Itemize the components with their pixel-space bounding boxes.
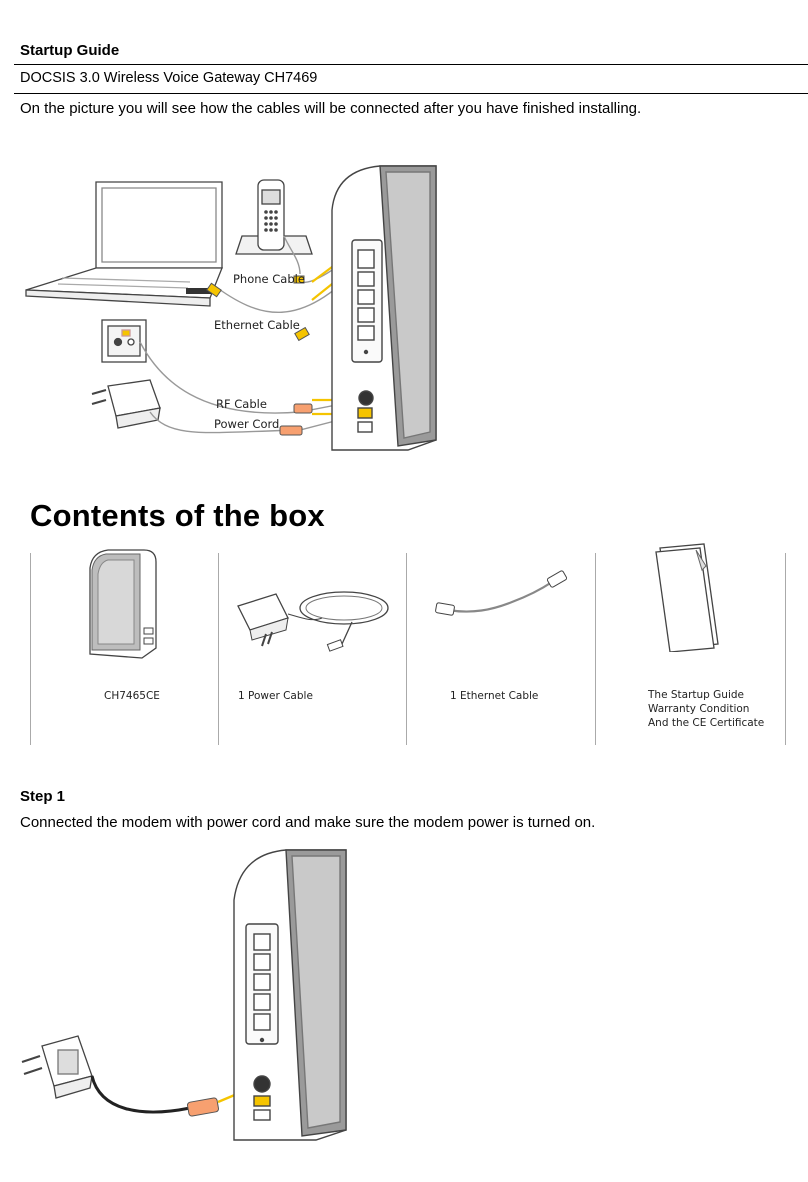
power-adapter-icon	[237, 591, 389, 652]
phone-icon	[235, 179, 313, 255]
modem-icon	[89, 549, 157, 659]
box-divider	[30, 553, 31, 745]
ethernet-cable-icon	[435, 570, 568, 616]
step1-text: Connected the modem with power cord and …	[20, 814, 596, 831]
power-adapter-icon	[21, 1035, 93, 1099]
connection-diagram	[25, 165, 437, 451]
label-power-cord: Power Cord	[214, 417, 280, 431]
step1-title: Step 1	[20, 788, 66, 805]
power-connector	[186, 1097, 220, 1117]
rf-cable-line	[139, 341, 363, 414]
step1-diagram	[21, 849, 347, 1141]
intro-text: On the picture you will see how the cabl…	[20, 100, 642, 117]
ethernet-plug-modem	[294, 326, 310, 342]
box-divider	[595, 553, 596, 745]
box-item-label: Warranty Condition	[648, 703, 750, 715]
guide-title: Startup Guide	[20, 42, 120, 59]
label-ethernet-cable: Ethernet Cable	[214, 318, 300, 332]
laptop-icon	[25, 181, 223, 307]
power-adapter-icon	[91, 379, 161, 429]
power-connector	[279, 425, 303, 436]
box-item-label: The Startup Guide	[648, 689, 745, 701]
box-divider	[218, 553, 219, 745]
booklet-icon	[655, 543, 719, 652]
label-phone-cable: Phone Cable	[233, 272, 305, 286]
label-rf-cable: RF Cable	[216, 397, 267, 411]
modem-icon	[331, 165, 437, 451]
power-cord-line	[90, 1075, 191, 1114]
box-item-label: CH7465CE	[104, 690, 160, 702]
box-item-label: 1 Ethernet Cable	[450, 690, 539, 702]
product-name-row: DOCSIS 3.0 Wireless Voice Gateway CH7469	[14, 64, 808, 94]
box-divider	[785, 553, 786, 745]
box-heading: Contents of the box	[30, 498, 325, 533]
wall-socket-icon	[101, 319, 147, 363]
ethernet-plug-laptop	[206, 282, 222, 298]
product-name: DOCSIS 3.0 Wireless Voice Gateway CH7469	[20, 70, 318, 86]
modem-icon	[233, 849, 347, 1141]
phone-plug	[293, 275, 305, 284]
box-item-label: 1 Power Cable	[238, 690, 313, 702]
rf-connector	[293, 403, 313, 414]
box-divider	[406, 553, 407, 745]
box-item-label: And the CE Certificate	[648, 717, 765, 729]
